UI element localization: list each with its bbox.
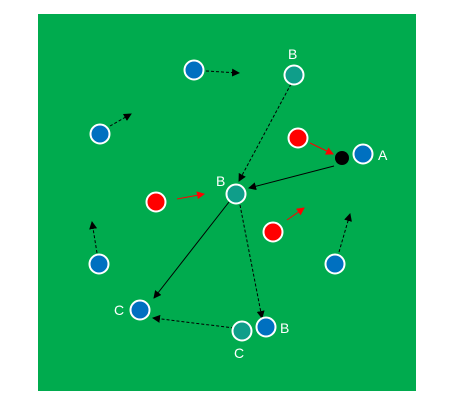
player-b-bottom bbox=[255, 316, 277, 338]
red-run-2 bbox=[176, 191, 205, 200]
red-run-3 bbox=[286, 207, 305, 221]
position-labels: B A B C B C bbox=[114, 46, 388, 361]
player-blue-right bbox=[324, 253, 346, 275]
player-b-top bbox=[283, 64, 305, 86]
player-blue-left bbox=[89, 123, 111, 145]
player-b-center bbox=[225, 183, 247, 205]
pass-b-center-to-c-left bbox=[153, 201, 230, 299]
player-red-1 bbox=[287, 127, 309, 149]
pitch-area bbox=[38, 14, 416, 391]
movement-arrows bbox=[89, 68, 352, 329]
run-lower-left-player bbox=[89, 221, 98, 254]
red-run-1 bbox=[309, 142, 334, 155]
player-a bbox=[352, 143, 374, 165]
pass-b-top-to-b-center bbox=[238, 83, 292, 182]
player-c-left bbox=[129, 299, 151, 321]
label-c-bottom: C bbox=[234, 345, 244, 361]
player-blue-lower-left bbox=[88, 253, 110, 275]
run-left-player bbox=[109, 113, 132, 127]
run-b-center-to-b-bottom bbox=[239, 204, 265, 319]
label-b-bottom: B bbox=[280, 320, 289, 336]
ball bbox=[335, 151, 349, 165]
player-blue-top bbox=[183, 59, 205, 81]
pass-a-to-b-center bbox=[248, 165, 335, 191]
player-red-3 bbox=[262, 221, 284, 243]
label-b-center: B bbox=[216, 173, 225, 189]
run-c-bottom-to-c-left bbox=[152, 314, 235, 329]
run-top-left-player bbox=[205, 68, 240, 77]
players bbox=[88, 59, 374, 342]
label-a: A bbox=[378, 147, 388, 163]
label-c-left: C bbox=[114, 302, 124, 318]
player-c-bottom bbox=[231, 320, 253, 342]
run-right-player bbox=[338, 213, 352, 253]
player-red-2 bbox=[145, 191, 167, 213]
label-b-top: B bbox=[288, 46, 297, 62]
